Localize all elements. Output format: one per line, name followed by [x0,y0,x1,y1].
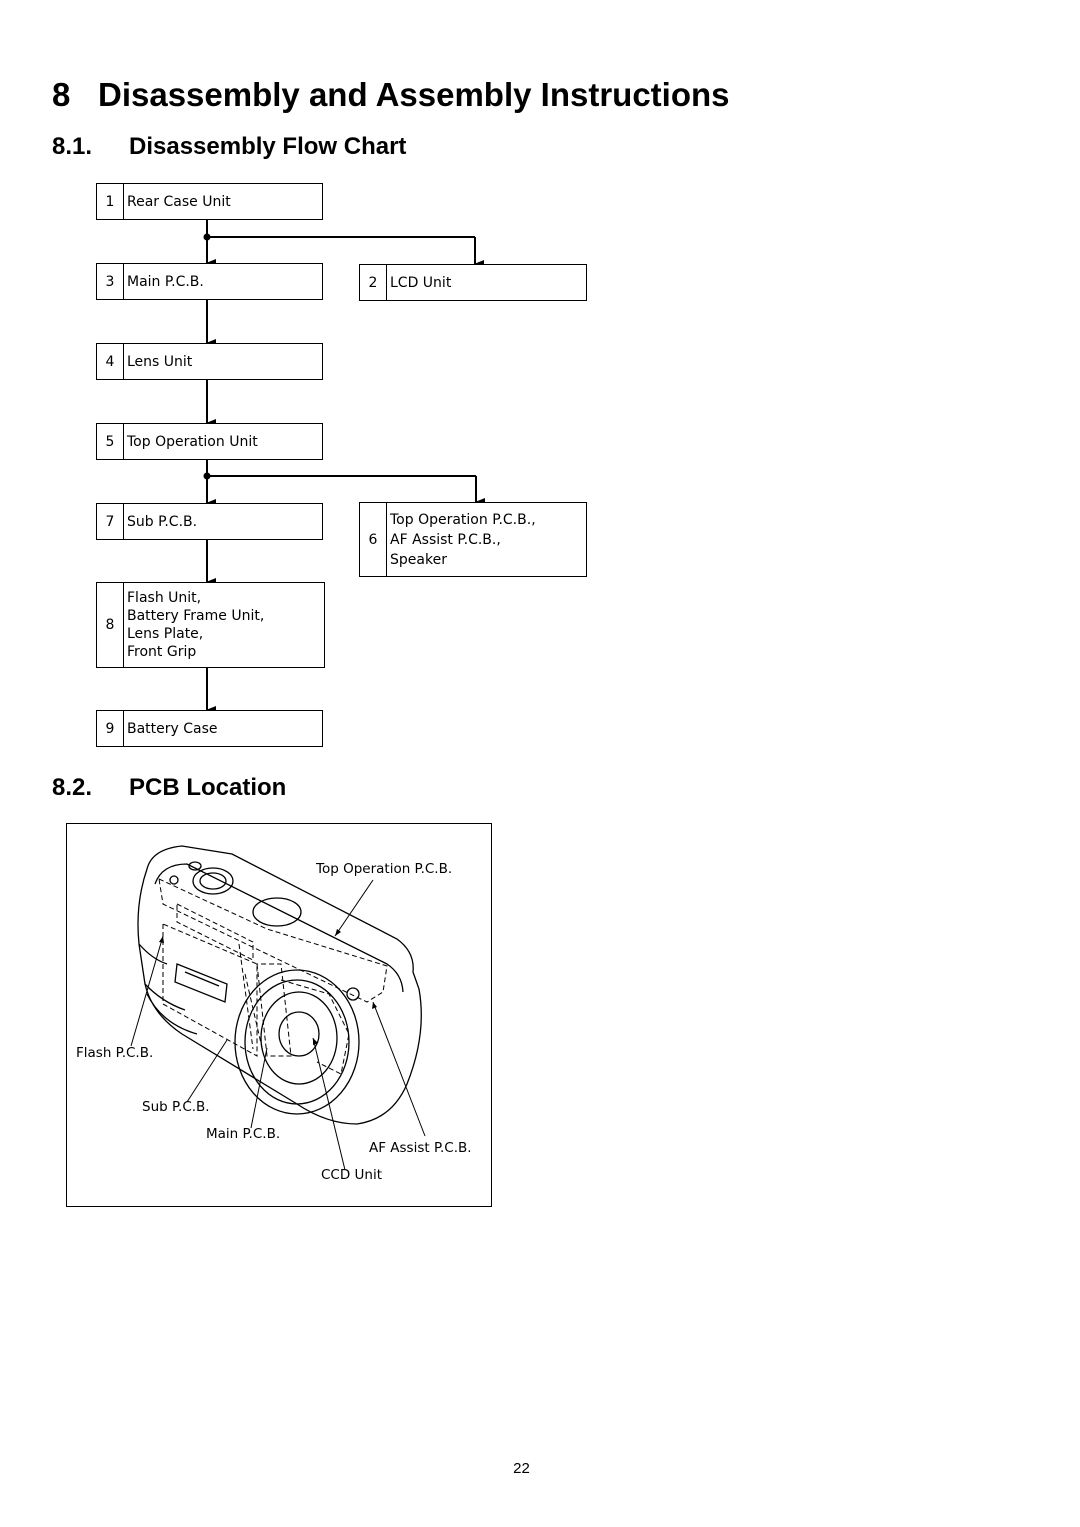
page-number: 22 [513,1460,530,1477]
step-label-line: Top Operation P.C.B., [390,511,536,528]
chapter-title: Disassembly and Assembly Instructions [98,76,730,113]
step-label: Top Operation Unit [127,433,258,450]
label-flash-pcb: Flash P.C.B. [76,1045,154,1061]
step-number: 9 [97,711,124,746]
step-label-line: AF Assist P.C.B., [390,531,501,548]
label-main-pcb: Main P.C.B. [206,1126,281,1142]
flow-step-6: 6 Top Operation P.C.B., AF Assist P.C.B.… [359,502,587,577]
label-top-operation-pcb: Top Operation P.C.B. [316,861,453,877]
step-label: Battery Case [127,720,218,737]
step-number: 6 [360,503,387,576]
step-number: 8 [97,583,124,667]
chapter-number: 8 [52,76,71,113]
step-number: 3 [97,264,124,299]
flow-step-2: 2 LCD Unit [359,264,587,301]
step-number: 2 [360,265,387,300]
step-label-line: Flash Unit, [127,590,202,606]
step-label: Lens Unit [127,353,193,370]
section-heading-flow: 8.1. Disassembly Flow Chart [52,133,406,161]
step-label-line: Lens Plate, [127,626,204,642]
step-number: 5 [97,424,124,459]
flow-step-3: 3 Main P.C.B. [96,263,323,300]
step-number: 7 [97,504,124,539]
pcb-location-figure: Top Operation P.C.B. Flash P.C.B. Sub P.… [66,823,492,1207]
step-label: Sub P.C.B. [127,513,198,530]
flow-step-1: 1 Rear Case Unit [96,183,323,220]
chapter-heading: 8 Disassembly and Assembly Instructions [52,76,730,114]
step-label-line: Speaker [390,551,447,568]
step-number: 4 [97,344,124,379]
step-label: Rear Case Unit [127,193,231,210]
label-sub-pcb: Sub P.C.B. [142,1099,210,1115]
step-label: LCD Unit [390,274,452,291]
camera-drawing [130,845,426,1171]
step-number: 1 [97,184,124,219]
section-number: 8.1. [52,133,93,160]
flow-step-5: 5 Top Operation Unit [96,423,323,460]
label-af-assist-pcb: AF Assist P.C.B. [369,1140,472,1156]
flow-connectors [203,219,485,714]
flow-step-8: 8 Flash Unit, Battery Frame Unit, Lens P… [96,582,325,668]
flow-step-9: 9 Battery Case [96,710,323,747]
section-number: 8.2. [52,774,93,801]
section-title: PCB Location [129,774,287,801]
section-heading-pcb: 8.2. PCB Location [52,774,286,802]
section-title: Disassembly Flow Chart [129,133,407,160]
step-label-line: Battery Frame Unit, [127,608,265,624]
flow-step-4: 4 Lens Unit [96,343,323,380]
step-label: Main P.C.B. [127,273,204,290]
step-label-line: Front Grip [127,644,197,660]
flow-step-7: 7 Sub P.C.B. [96,503,323,540]
label-ccd-unit: CCD Unit [321,1167,383,1183]
